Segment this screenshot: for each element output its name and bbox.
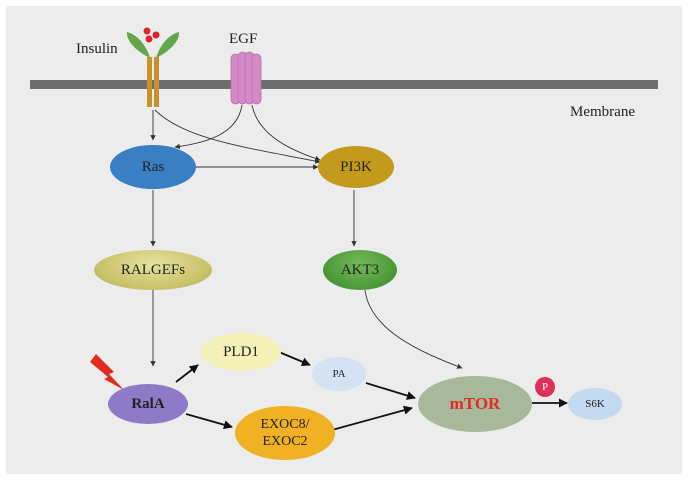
pld1-node: PLD1 xyxy=(201,333,281,371)
phospho-badge: P xyxy=(535,377,555,397)
ralgefs-node: RALGEFs xyxy=(94,250,212,290)
arrows xyxy=(150,104,463,369)
insulin-label: Insulin xyxy=(76,41,118,57)
lightning-icon xyxy=(90,354,124,390)
egf-label: EGF xyxy=(229,31,258,47)
arrow-egf-ras xyxy=(174,104,243,150)
arrow-rala-pld1 xyxy=(175,364,199,383)
mtor-node: mTOR xyxy=(418,376,532,432)
arrow-akt3-mtor xyxy=(364,289,463,369)
pi3k-node: PI3K xyxy=(318,146,394,188)
akt3-node: AKT3 xyxy=(323,250,397,290)
membrane-label: Membrane xyxy=(570,104,635,120)
arrow-pld1-pa xyxy=(278,351,311,367)
arrow-rala-exoc xyxy=(185,413,233,430)
s6k-node: S6K xyxy=(568,388,622,420)
bold-arrows xyxy=(175,351,568,431)
arrow-exoc-mtor xyxy=(331,405,413,431)
egf-receptor xyxy=(230,51,262,105)
arrow-pa-mtor xyxy=(365,382,416,400)
ras-node: Ras xyxy=(110,145,196,189)
rala-node: RalA xyxy=(108,384,188,424)
exoc-node: EXOC8/EXOC2 xyxy=(235,406,335,460)
membrane-bar xyxy=(30,80,658,89)
arrow-egf-pi3k xyxy=(251,104,321,162)
pa-node: PA xyxy=(312,357,366,391)
insulin-ligand xyxy=(143,27,160,43)
insulin-receptor xyxy=(126,32,180,107)
arrow-insulin-pi3k xyxy=(154,109,321,164)
